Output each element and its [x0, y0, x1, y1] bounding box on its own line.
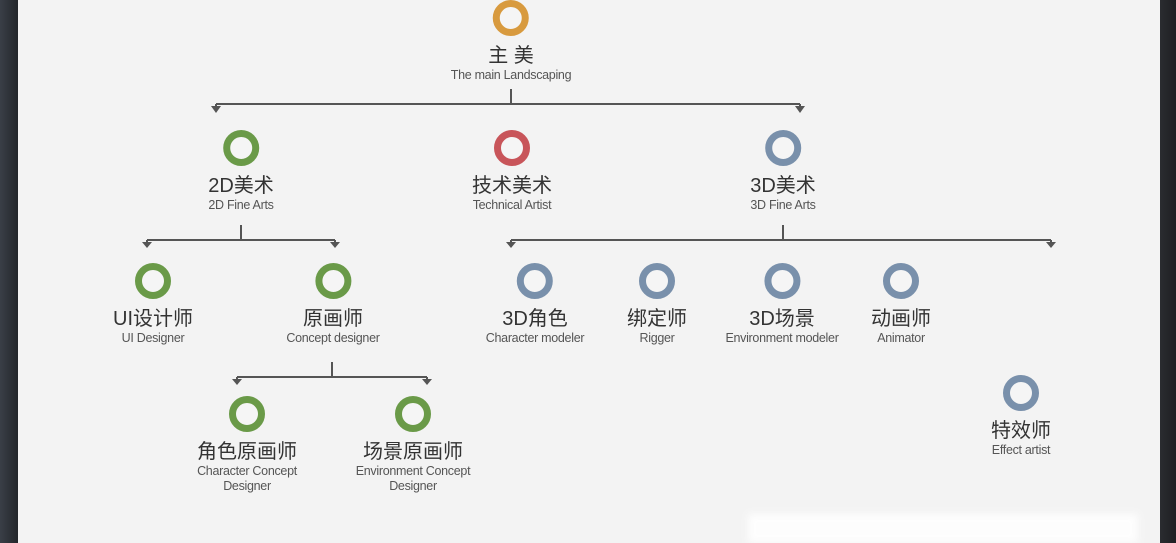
rigger-subtitle: Rigger	[639, 331, 675, 345]
char-concept-subtitle: Character Concept Designer	[197, 464, 297, 493]
3d-subtitle: 3D Fine Arts	[750, 198, 816, 212]
effect-ring-icon	[1003, 375, 1039, 411]
concept-subtitle: Concept designer	[286, 331, 380, 345]
char-concept-ring-icon	[229, 396, 265, 432]
animator-title: 动画师	[871, 308, 931, 330]
root-subtitle: The main Landscaping	[450, 68, 572, 82]
node-character-modeler: 3D角色 Character modeler	[485, 263, 585, 346]
backdrop-right	[1160, 0, 1176, 543]
node-effect-artist: 特效师 Effect artist	[991, 375, 1051, 458]
3d-title: 3D美术	[750, 175, 816, 197]
tech-ring-icon	[494, 130, 530, 166]
ui-subtitle: UI Designer	[121, 331, 185, 345]
node-concept-designer: 原画师 Concept designer	[286, 263, 380, 346]
tech-subtitle: Technical Artist	[472, 198, 552, 212]
3d-ring-icon	[764, 130, 801, 166]
concept-ring-icon	[315, 263, 351, 299]
animator-subtitle: Animator	[877, 331, 925, 345]
backdrop-left	[0, 0, 18, 543]
node-2d-fine-arts: 2D美术 2D Fine Arts	[208, 130, 274, 213]
root-title: 主 美	[488, 45, 534, 67]
node-animator: 动画师 Animator	[871, 263, 931, 346]
ui-title: UI设计师	[113, 308, 193, 330]
env-concept-ring-icon	[395, 396, 431, 432]
node-3d-fine-arts: 3D美术 3D Fine Arts	[750, 130, 816, 213]
root-ring-icon	[492, 0, 529, 36]
char-model-subtitle: Character modeler	[485, 331, 585, 345]
2d-ring-icon	[222, 130, 259, 166]
rigger-ring-icon	[639, 263, 675, 299]
char-model-ring-icon	[516, 263, 553, 299]
env-model-ring-icon	[763, 263, 800, 299]
env-concept-subtitle: Environment Concept Designer	[355, 464, 471, 493]
node-ui-designer: UI设计师 UI Designer	[113, 263, 193, 346]
2d-subtitle: 2D Fine Arts	[208, 198, 274, 212]
rigger-title: 绑定师	[627, 308, 687, 330]
effect-title: 特效师	[991, 420, 1051, 442]
node-environment-modeler: 3D场景 Environment modeler	[725, 263, 839, 346]
node-character-concept-designer: 角色原画师 Character Concept Designer	[182, 396, 312, 494]
env-concept-title: 场景原画师	[363, 441, 463, 463]
node-technical-artist: 技术美术 Technical Artist	[472, 130, 552, 213]
char-concept-title: 角色原画师	[197, 441, 297, 463]
node-rigger: 绑定师 Rigger	[627, 263, 687, 346]
concept-title: 原画师	[303, 308, 363, 330]
tech-title: 技术美术	[472, 175, 552, 197]
env-model-subtitle: Environment modeler	[725, 331, 839, 345]
2d-title: 2D美术	[208, 175, 274, 197]
ui-ring-icon	[135, 263, 171, 299]
node-root: 主 美 The main Landscaping	[450, 0, 572, 83]
bottom-glow	[748, 514, 1138, 543]
slide-canvas	[18, 0, 1160, 543]
char-model-title: 3D角色	[502, 308, 568, 330]
env-model-title: 3D场景	[749, 308, 815, 330]
effect-subtitle: Effect artist	[991, 443, 1051, 457]
node-environment-concept-designer: 场景原画师 Environment Concept Designer	[348, 396, 478, 494]
animator-ring-icon	[883, 263, 919, 299]
